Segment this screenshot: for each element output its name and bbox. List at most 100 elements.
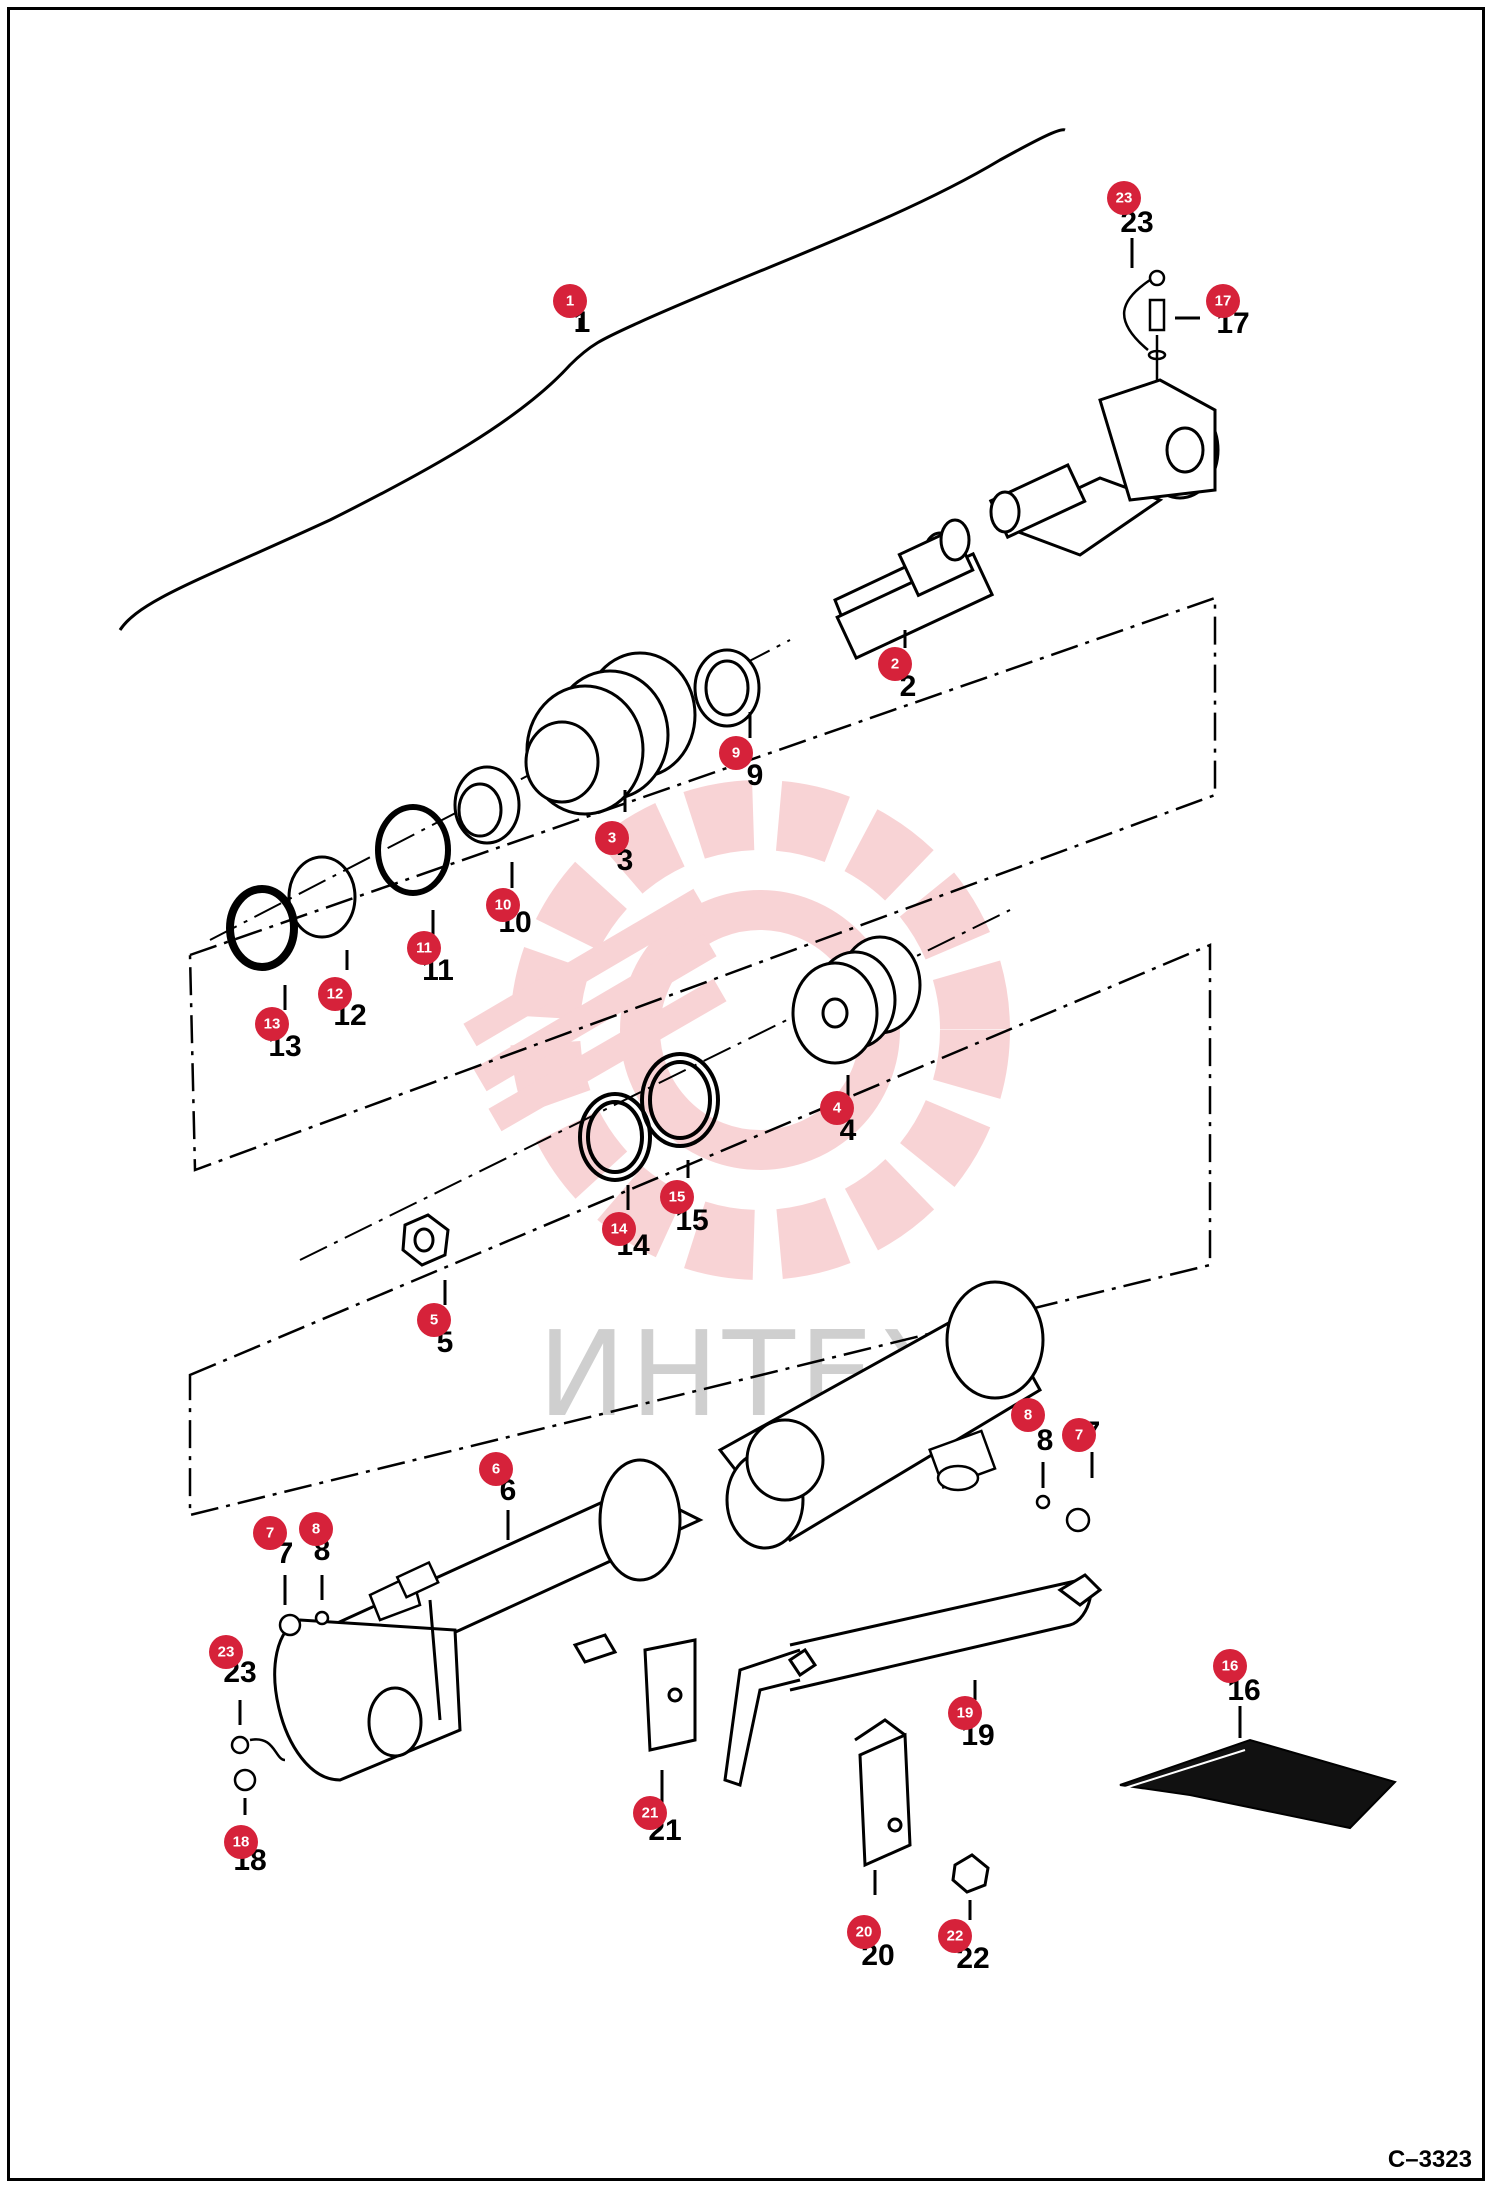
- callout-badge[interactable]: [224, 1825, 258, 1859]
- callout-badge[interactable]: [1213, 1649, 1247, 1683]
- callout-badge[interactable]: [878, 647, 912, 681]
- callout-badge[interactable]: [479, 1452, 513, 1486]
- callout-badge[interactable]: [553, 284, 587, 318]
- callout-label: 10: [495, 897, 512, 914]
- callout-label: 7: [266, 1525, 274, 1542]
- callout-badge[interactable]: [1011, 1398, 1045, 1432]
- grease-fitting-top: [1122, 269, 1167, 380]
- seal-9: [693, 648, 761, 728]
- callout-badge[interactable]: [719, 736, 753, 770]
- callout-label: 20: [856, 1924, 873, 1941]
- leader-lines: [238, 238, 1242, 1920]
- callout-6: 66: [479, 1452, 516, 1507]
- callout-badge[interactable]: [407, 931, 441, 965]
- callout-8: 88: [299, 1512, 333, 1567]
- callout-label: 16: [1222, 1658, 1239, 1675]
- callout-badge[interactable]: [486, 888, 520, 922]
- callout-label: 11: [416, 940, 432, 957]
- callout-label: 6: [492, 1461, 500, 1478]
- callout-label: 13: [264, 1016, 281, 1033]
- cylinder-barrel: [273, 1458, 704, 1782]
- part-number-9: 9: [747, 759, 764, 792]
- callout-7: 77: [1062, 1416, 1100, 1452]
- cylinder-head: [524, 651, 697, 816]
- callout-badge[interactable]: [660, 1180, 694, 1214]
- callout-badge[interactable]: [595, 821, 629, 855]
- callout-badge[interactable]: [633, 1796, 667, 1830]
- callout-label: 2: [891, 656, 899, 673]
- piston-seal-14: [578, 1092, 652, 1182]
- callout-label: 1: [566, 293, 574, 310]
- lock-nut: [401, 1213, 450, 1267]
- callout-label: 12: [327, 986, 344, 1003]
- callout-4: 44: [820, 1091, 857, 1147]
- callout-7: 77: [253, 1516, 293, 1570]
- tube-bracket-20: [854, 1718, 990, 1894]
- callout-badge[interactable]: [255, 1007, 289, 1041]
- barrel-upper-section: [717, 1280, 1045, 1550]
- callout-9: 99: [719, 736, 763, 792]
- callout-badge[interactable]: [318, 977, 352, 1011]
- bracket-curve-cylinder: [118, 128, 1066, 631]
- callout-1: 11: [553, 284, 590, 339]
- port-fitting-right: [928, 1429, 1091, 1533]
- callout-label: 7: [1075, 1427, 1083, 1444]
- o-ring-11: [375, 804, 451, 896]
- hydraulic-tube: [723, 1573, 1103, 1787]
- o-ring-13: [226, 885, 298, 971]
- callout-label: 23: [1116, 190, 1133, 207]
- callout-badge[interactable]: [938, 1919, 972, 1953]
- document-id: C–3323: [1387, 2146, 1472, 2173]
- callout-label: 19: [957, 1705, 974, 1722]
- tube-clamp-21: [572, 1633, 697, 1752]
- decal-16: [1119, 1738, 1397, 1830]
- piston-rod: [833, 518, 995, 661]
- callout-layer: 1122334455667777888899101011111212131314…: [209, 181, 1261, 1975]
- watermark-gear-ring: [510, 780, 1010, 1280]
- callout-label: 23: [218, 1644, 235, 1661]
- dashdot-box-lower: [188, 943, 1212, 1517]
- rod-end-eye: [988, 378, 1220, 557]
- callout-label: 18: [233, 1834, 250, 1851]
- callout-badge[interactable]: [847, 1915, 881, 1949]
- port-fitting-left: [278, 1560, 440, 1637]
- callout-2: 22: [878, 647, 916, 703]
- callout-label: 14: [611, 1221, 628, 1238]
- callout-badge[interactable]: [253, 1516, 287, 1550]
- grease-fitting-bottom: [230, 1735, 286, 1792]
- callout-badge[interactable]: [1206, 284, 1240, 318]
- wear-ring-10: [453, 765, 521, 845]
- watermark-stripes: [463, 888, 727, 1132]
- callout-badge[interactable]: [417, 1303, 451, 1337]
- callout-badge[interactable]: [1062, 1418, 1096, 1452]
- callout-badge[interactable]: [820, 1091, 854, 1125]
- callout-badge[interactable]: [209, 1635, 243, 1669]
- callout-badge[interactable]: [948, 1696, 982, 1730]
- page-border: [7, 7, 1485, 2181]
- watermark-logo: [463, 780, 1010, 1280]
- callout-badge[interactable]: [1107, 181, 1141, 215]
- callout-label: 9: [732, 745, 740, 762]
- dashdot-box-upper: [188, 596, 1217, 1172]
- callout-5: 55: [417, 1303, 453, 1359]
- callout-label: 17: [1215, 293, 1232, 310]
- callout-label: 15: [669, 1189, 686, 1206]
- callout-badge[interactable]: [299, 1512, 333, 1546]
- piston: [791, 935, 922, 1065]
- callout-label: 4: [833, 1100, 842, 1117]
- piston-seal-15: [640, 1052, 720, 1148]
- callout-badge[interactable]: [602, 1212, 636, 1246]
